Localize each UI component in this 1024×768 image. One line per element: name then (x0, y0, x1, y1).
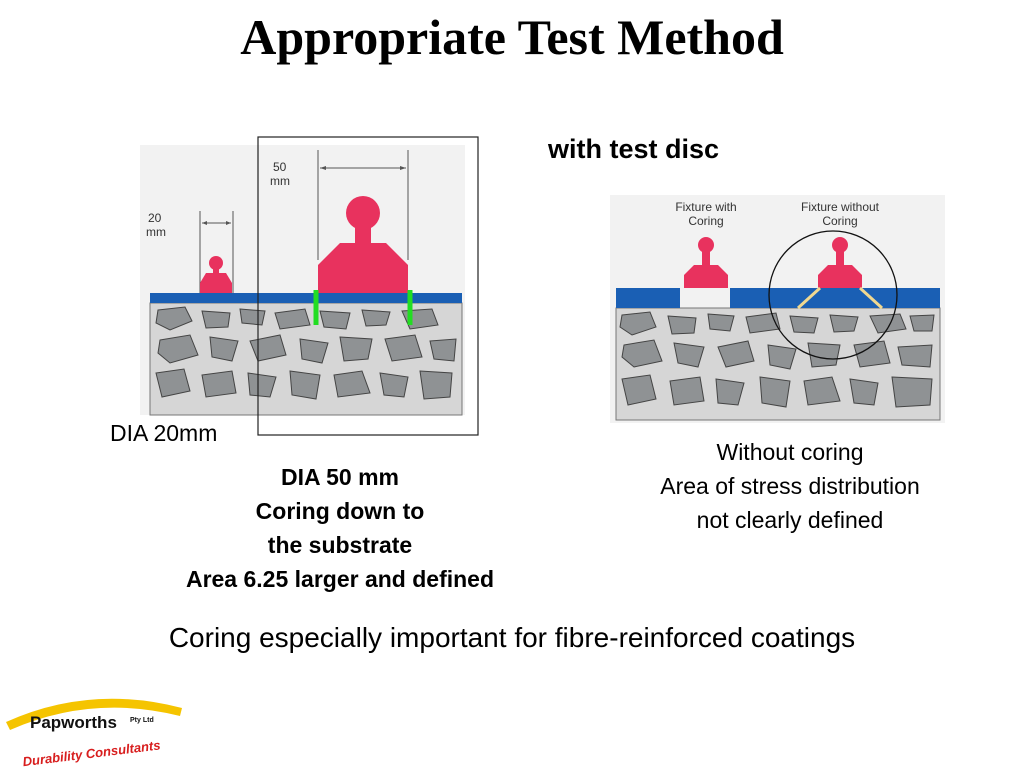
fixture-with-label-line2: Coring (688, 214, 723, 228)
coring-comparison-figure: 20 mm 50 mm (140, 136, 479, 436)
aggregate-stones (155, 306, 457, 400)
coating-layer (150, 293, 462, 303)
large-test-dolly (318, 196, 408, 293)
stress-line-right (858, 286, 884, 310)
aggregate-stones (619, 311, 935, 408)
bottom-note: Coring especially important for fibre-re… (168, 622, 856, 653)
coating-layer (616, 288, 940, 308)
highlight-box (257, 136, 479, 436)
fixture-without-label-line1: Fixture without (801, 200, 880, 214)
slide-title: Appropriate Test Method (240, 9, 784, 65)
fixture-with-label-line1: Fixture with (675, 200, 736, 214)
logo-name: Papworths (30, 713, 117, 732)
dia50-line: the substrate (267, 532, 413, 558)
coring-line: Area of stress distribution (660, 473, 920, 499)
logo-suffix: Pty Ltd (130, 717, 154, 724)
dolly-without-coring (818, 237, 862, 288)
dim-large-value: 50 (273, 160, 287, 174)
highlight-circle (768, 230, 898, 360)
without-coring-caption: Without coring Area of stress distributi… (600, 435, 980, 537)
dim-small-value: 20 (148, 211, 162, 225)
slide-subtitle: with test disc (548, 134, 720, 164)
dia50-line: Area 6.25 larger and defined (185, 566, 495, 592)
logo-swoosh (6, 698, 182, 730)
coring-line: not clearly defined (696, 507, 884, 533)
stress-line-left (796, 286, 822, 310)
dia50-caption: DIA 50 mm Coring down to the substrate A… (120, 460, 560, 596)
dia50-line: DIA 50 mm (280, 464, 400, 490)
small-test-dolly (200, 256, 232, 293)
dim-large-unit: mm (270, 174, 290, 188)
papworths-logo: Papworths Pty Ltd Durability Consultants (6, 698, 182, 768)
coring-line: Without coring (716, 439, 864, 465)
fixture-comparison-figure: Fixture with Coring Fixture without Cori… (610, 195, 945, 423)
dolly-with-coring (684, 237, 728, 288)
dia20-label: DIA 20mm (110, 420, 218, 446)
dia50-line: Coring down to (255, 498, 425, 524)
logo-tagline: Durability Consultants (22, 737, 161, 768)
fixture-without-label-line2: Coring (822, 214, 857, 228)
dim-small-unit: mm (146, 225, 166, 239)
